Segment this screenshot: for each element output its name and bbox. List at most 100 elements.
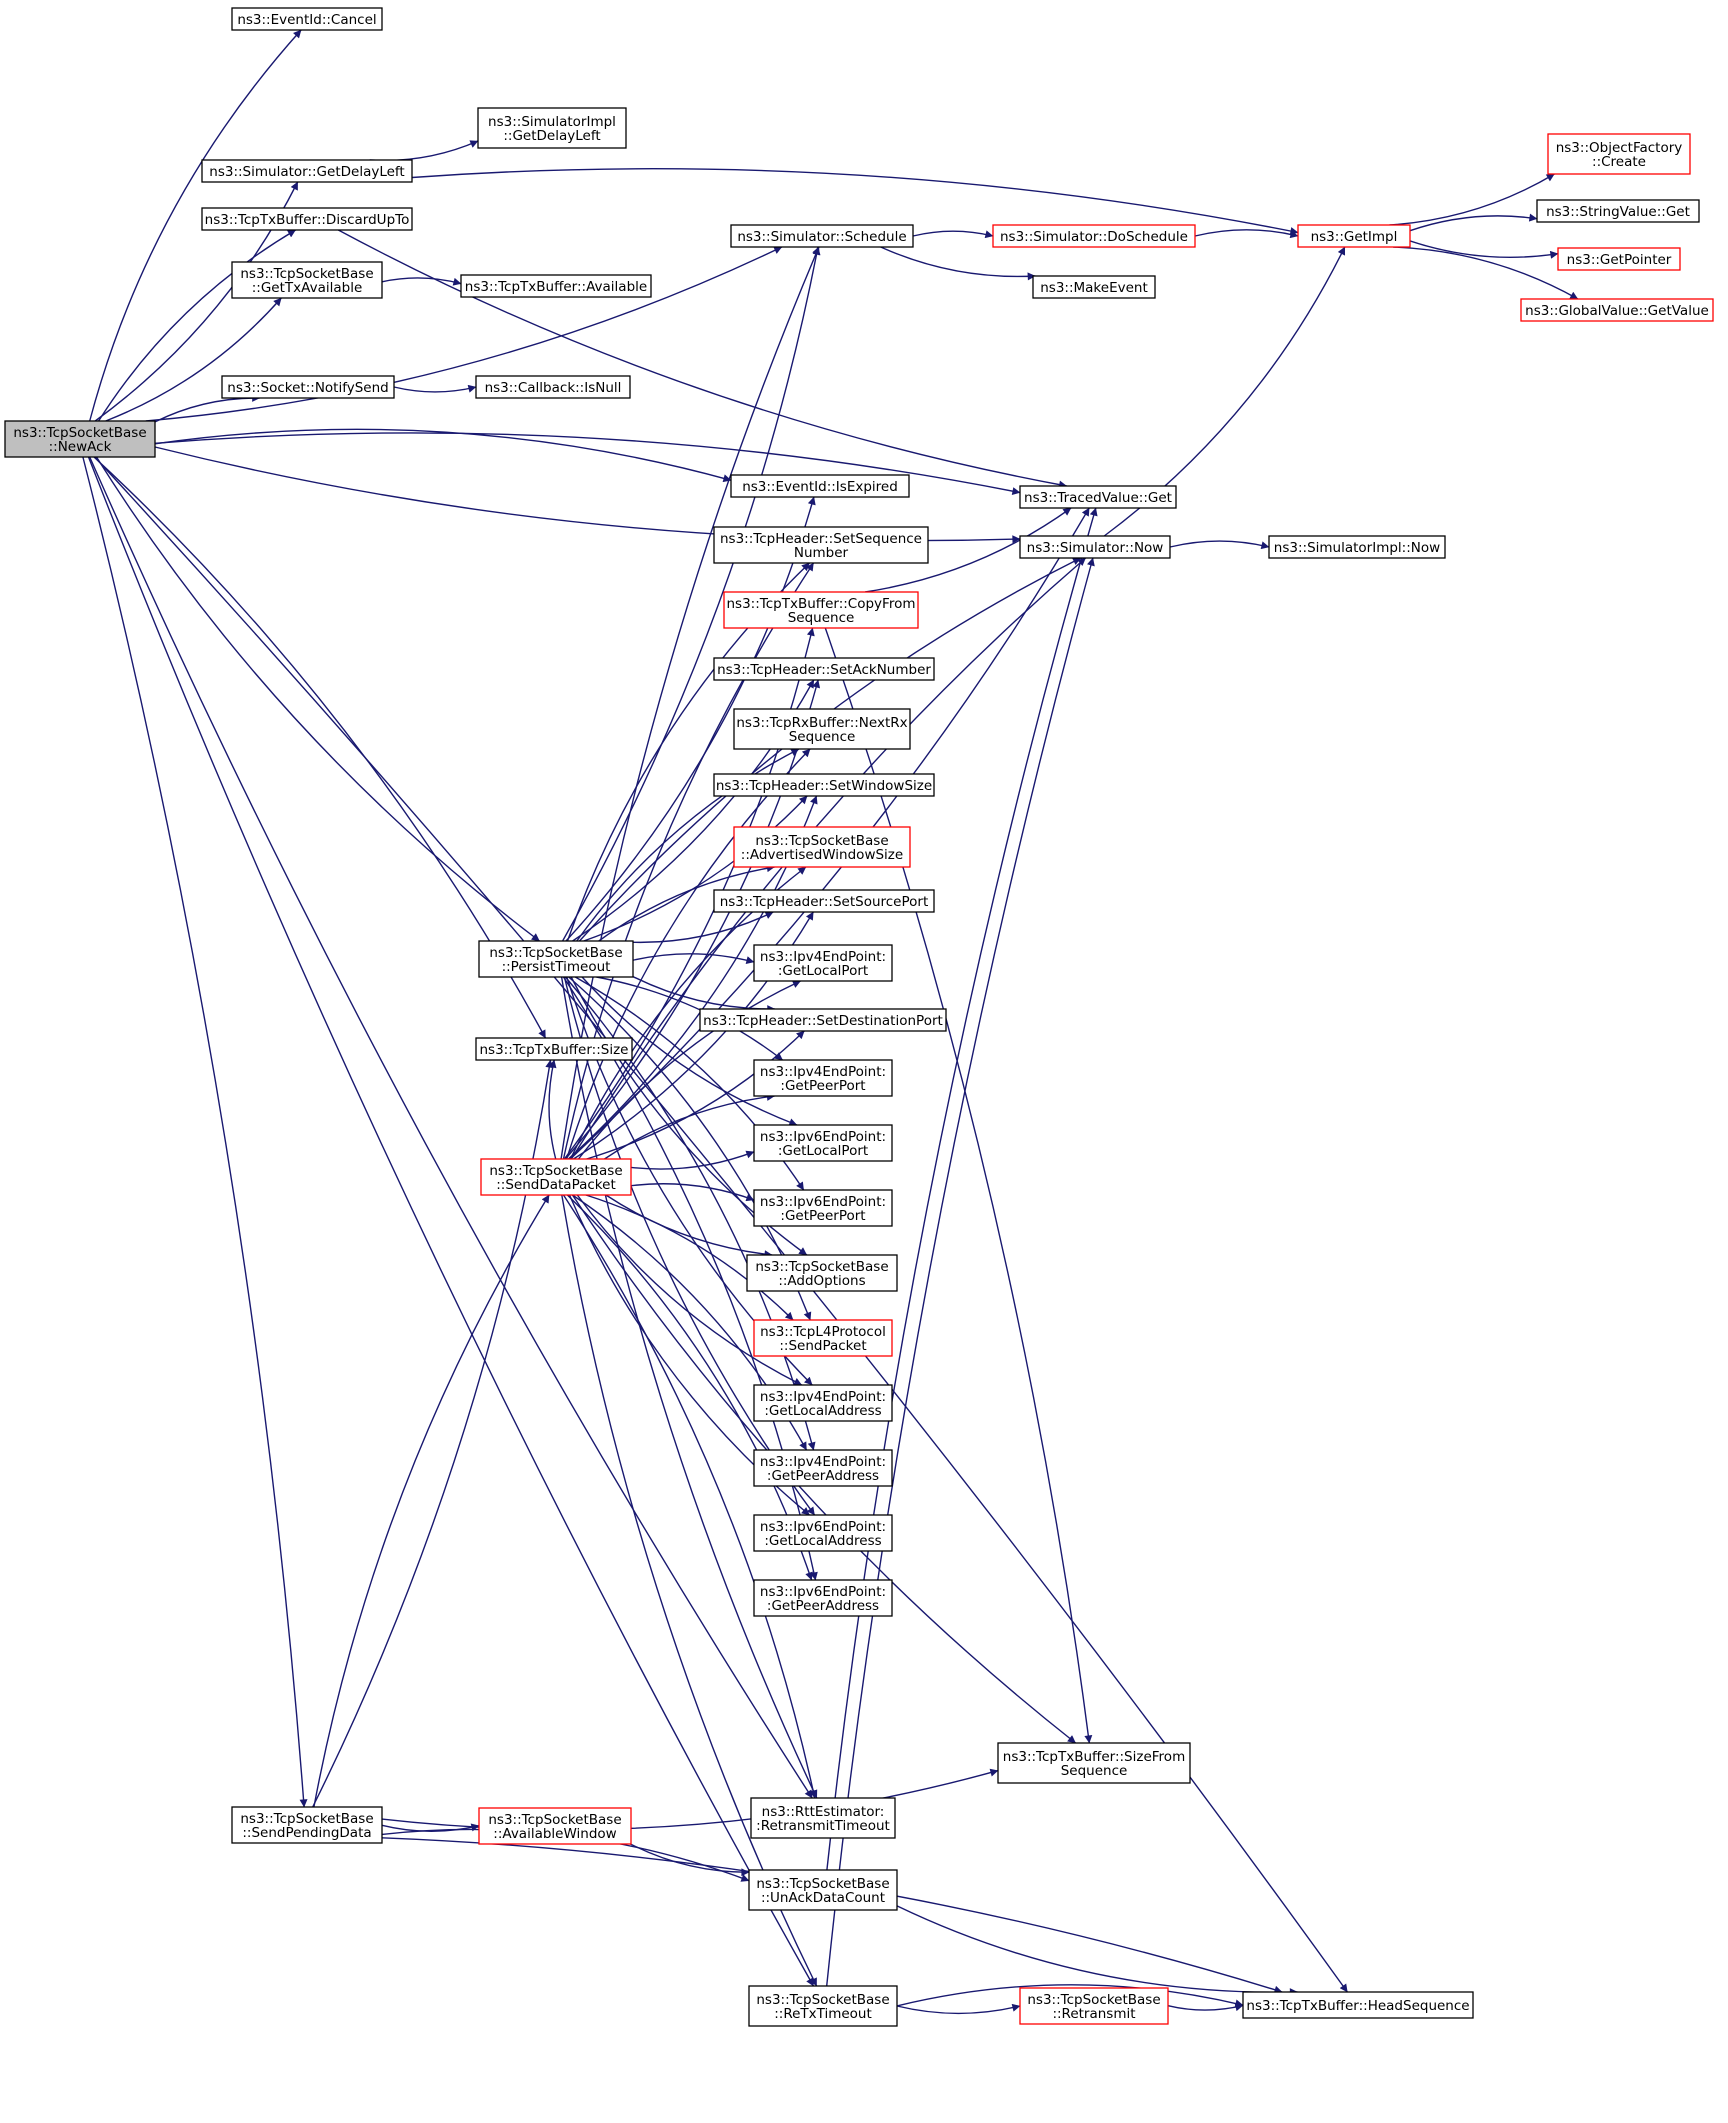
node-box-setsrc[interactable] xyxy=(713,889,935,913)
node-box-simnow[interactable] xyxy=(1019,535,1171,559)
node-box-txsize[interactable] xyxy=(475,1037,633,1061)
node-box-setwin[interactable] xyxy=(713,773,935,797)
node-ip6peer[interactable]: ns3::Ipv6EndPoint::GetPeerPort xyxy=(753,1189,893,1227)
node-l4send[interactable]: ns3::TcpL4Protocol::SendPacket xyxy=(753,1319,893,1357)
node-available[interactable]: ns3::TcpTxBuffer::Available xyxy=(460,274,652,298)
node-senddata[interactable]: ns3::TcpSocketBase::SendDataPacket xyxy=(480,1158,632,1196)
node-box-ip6paddr[interactable] xyxy=(753,1579,893,1617)
node-box-ip6laddr[interactable] xyxy=(753,1514,893,1552)
node-retxtimeout[interactable]: ns3::TcpSocketBase::ReTxTimeout xyxy=(748,1985,898,2027)
node-getpointer[interactable]: ns3::GetPointer xyxy=(1557,247,1681,271)
node-box-ip4peer[interactable] xyxy=(753,1059,893,1097)
node-setsrc[interactable]: ns3::TcpHeader::SetSourcePort xyxy=(713,889,935,913)
node-box-stringget[interactable] xyxy=(1536,199,1700,223)
node-tracedget[interactable]: ns3::TracedValue::Get xyxy=(1019,485,1177,509)
node-box-gettxavail[interactable] xyxy=(231,261,383,299)
node-box-advwin[interactable] xyxy=(733,826,911,868)
node-box-implnow[interactable] xyxy=(1268,535,1446,559)
node-box-headseq[interactable] xyxy=(1242,1991,1474,2019)
node-stringget[interactable]: ns3::StringValue::Get xyxy=(1536,199,1700,223)
node-box-tracedget[interactable] xyxy=(1019,485,1177,509)
node-ip6laddr[interactable]: ns3::Ipv6EndPoint::GetLocalAddress xyxy=(753,1514,893,1552)
node-box-notifysend[interactable] xyxy=(221,375,395,399)
node-retransmit[interactable]: ns3::TcpSocketBase::Retransmit xyxy=(1019,1987,1169,2025)
node-cancel[interactable]: ns3::EventId::Cancel xyxy=(231,7,383,31)
node-unack[interactable]: ns3::TcpSocketBase::UnAckDataCount xyxy=(748,1869,898,1911)
node-schedule[interactable]: ns3::Simulator::Schedule xyxy=(730,224,914,248)
node-headseq[interactable]: ns3::TcpTxBuffer::HeadSequence xyxy=(1242,1991,1474,2019)
node-box-factorycreate[interactable] xyxy=(1547,133,1691,175)
node-box-l4send[interactable] xyxy=(753,1319,893,1357)
node-persist[interactable]: ns3::TcpSocketBase::PersistTimeout xyxy=(478,940,634,978)
node-availwin[interactable]: ns3::TcpSocketBase::AvailableWindow xyxy=(478,1807,632,1845)
node-box-getimpl[interactable] xyxy=(1297,224,1411,248)
node-box-ip4local[interactable] xyxy=(753,944,893,982)
node-isnull[interactable]: ns3::Callback::IsNull xyxy=(475,375,631,399)
node-addopts[interactable]: ns3::TcpSocketBase::AddOptions xyxy=(746,1254,898,1292)
node-box-sendpending[interactable] xyxy=(231,1806,383,1844)
node-doschedule[interactable]: ns3::Simulator::DoSchedule xyxy=(992,224,1196,248)
node-globalget[interactable]: ns3::GlobalValue::GetValue xyxy=(1520,298,1714,322)
node-box-cancel[interactable] xyxy=(231,7,383,31)
node-factorycreate[interactable]: ns3::ObjectFactory::Create xyxy=(1547,133,1691,175)
node-box-nextrx[interactable] xyxy=(733,708,911,750)
node-box-setseq[interactable] xyxy=(713,526,929,564)
node-setack[interactable]: ns3::TcpHeader::SetAckNumber xyxy=(713,657,935,681)
node-simgetdelay[interactable]: ns3::Simulator::GetDelayLeft xyxy=(201,159,413,183)
node-makeevent[interactable]: ns3::MakeEvent xyxy=(1032,275,1156,299)
node-box-newack[interactable] xyxy=(4,420,156,458)
node-box-isnull[interactable] xyxy=(475,375,631,399)
node-box-setdst[interactable] xyxy=(699,1008,947,1032)
node-ip6paddr[interactable]: ns3::Ipv6EndPoint::GetPeerAddress xyxy=(753,1579,893,1617)
node-box-unack[interactable] xyxy=(748,1869,898,1911)
node-box-implgetdelay[interactable] xyxy=(477,107,627,149)
node-rttretx[interactable]: ns3::RttEstimator::RetransmitTimeout xyxy=(750,1797,896,1839)
node-ip4paddr[interactable]: ns3::Ipv4EndPoint::GetPeerAddress xyxy=(753,1449,893,1487)
node-setwin[interactable]: ns3::TcpHeader::SetWindowSize xyxy=(713,773,935,797)
node-box-setack[interactable] xyxy=(713,657,935,681)
node-box-retransmit[interactable] xyxy=(1019,1987,1169,2025)
node-advwin[interactable]: ns3::TcpSocketBase::AdvertisedWindowSize xyxy=(733,826,911,868)
node-simnow[interactable]: ns3::Simulator::Now xyxy=(1019,535,1171,559)
node-box-simgetdelay[interactable] xyxy=(201,159,413,183)
node-box-sizefrom[interactable] xyxy=(997,1742,1191,1784)
node-box-available[interactable] xyxy=(460,274,652,298)
node-txsize[interactable]: ns3::TcpTxBuffer::Size xyxy=(475,1037,633,1061)
node-box-availwin[interactable] xyxy=(478,1807,632,1845)
node-box-ip4paddr[interactable] xyxy=(753,1449,893,1487)
node-implgetdelay[interactable]: ns3::SimulatorImpl::GetDelayLeft xyxy=(477,107,627,149)
node-implnow[interactable]: ns3::SimulatorImpl::Now xyxy=(1268,535,1446,559)
node-ip6local[interactable]: ns3::Ipv6EndPoint::GetLocalPort xyxy=(753,1124,893,1162)
node-box-isexpired[interactable] xyxy=(730,474,910,498)
node-box-rttretx[interactable] xyxy=(750,1797,896,1839)
node-box-schedule[interactable] xyxy=(730,224,914,248)
node-getimpl[interactable]: ns3::GetImpl xyxy=(1297,224,1411,248)
node-box-senddata[interactable] xyxy=(480,1158,632,1196)
node-gettxavail[interactable]: ns3::TcpSocketBase::GetTxAvailable xyxy=(231,261,383,299)
node-discardupto[interactable]: ns3::TcpTxBuffer::DiscardUpTo xyxy=(201,207,413,231)
node-box-discardupto[interactable] xyxy=(201,207,413,231)
node-notifysend[interactable]: ns3::Socket::NotifySend xyxy=(221,375,395,399)
node-sendpending[interactable]: ns3::TcpSocketBase::SendPendingData xyxy=(231,1806,383,1844)
node-box-getpointer[interactable] xyxy=(1557,247,1681,271)
node-box-globalget[interactable] xyxy=(1520,298,1714,322)
node-newack[interactable]: ns3::TcpSocketBase::NewAck xyxy=(4,420,156,458)
node-box-copyfrom[interactable] xyxy=(723,591,919,629)
node-box-doschedule[interactable] xyxy=(992,224,1196,248)
node-isexpired[interactable]: ns3::EventId::IsExpired xyxy=(730,474,910,498)
node-box-retxtimeout[interactable] xyxy=(748,1985,898,2027)
node-box-addopts[interactable] xyxy=(746,1254,898,1292)
node-setdst[interactable]: ns3::TcpHeader::SetDestinationPort xyxy=(699,1008,947,1032)
node-ip4local[interactable]: ns3::Ipv4EndPoint::GetLocalPort xyxy=(753,944,893,982)
node-box-persist[interactable] xyxy=(478,940,634,978)
node-ip4laddr[interactable]: ns3::Ipv4EndPoint::GetLocalAddress xyxy=(753,1384,893,1422)
node-box-ip4laddr[interactable] xyxy=(753,1384,893,1422)
node-box-ip6peer[interactable] xyxy=(753,1189,893,1227)
node-box-ip6local[interactable] xyxy=(753,1124,893,1162)
node-box-makeevent[interactable] xyxy=(1032,275,1156,299)
node-ip4peer[interactable]: ns3::Ipv4EndPoint::GetPeerPort xyxy=(753,1059,893,1097)
